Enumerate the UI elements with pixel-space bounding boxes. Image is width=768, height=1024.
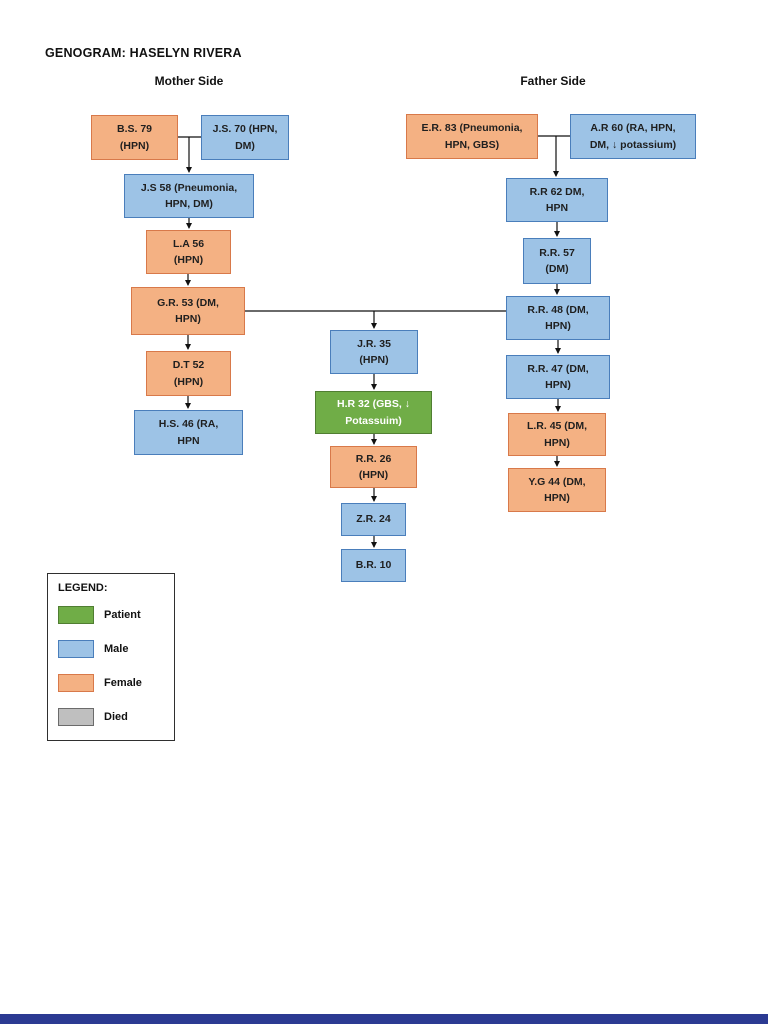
node-zr-24: Z.R. 24	[341, 503, 406, 536]
node-rr-57: R.R. 57 (DM)	[523, 238, 591, 284]
legend-item-patient: Patient	[58, 606, 164, 624]
patient-swatch	[58, 606, 94, 624]
next-page-preview	[0, 1014, 768, 1024]
node-er-83: E.R. 83 (Pneumonia, HPN, GBS)	[406, 114, 538, 159]
father-side-header: Father Side	[520, 74, 586, 88]
legend-item-male: Male	[58, 640, 164, 658]
connector-lines	[178, 135, 570, 548]
node-jr-35: J.R. 35 (HPN)	[330, 330, 418, 374]
node-ar-60: A.R 60 (RA, HPN, DM, ↓ potassium)	[570, 114, 696, 159]
female-swatch	[58, 674, 94, 692]
node-rr-48: R.R. 48 (DM, HPN)	[506, 296, 610, 340]
legend-item-died: Died	[58, 708, 164, 726]
node-br-10: B.R. 10	[341, 549, 406, 582]
legend-item-female: Female	[58, 674, 164, 692]
died-swatch	[58, 708, 94, 726]
legend-title: LEGEND:	[58, 582, 108, 594]
node-hr-32-patient: H.R 32 (GBS, ↓ Potassuim)	[315, 391, 432, 434]
node-rr-26: R.R. 26 (HPN)	[330, 446, 417, 488]
node-js-58: J.S 58 (Pneumonia, HPN, DM)	[124, 174, 254, 218]
mother-side-header: Mother Side	[154, 74, 224, 88]
node-js-70: J.S. 70 (HPN, DM)	[201, 115, 289, 160]
node-bs-79: B.S. 79 (HPN)	[91, 115, 178, 160]
node-hs-46: H.S. 46 (RA, HPN	[134, 410, 243, 455]
node-lr-45: L.R. 45 (DM, HPN)	[508, 413, 606, 456]
node-gr-53: G.R. 53 (DM, HPN)	[131, 287, 245, 335]
node-rr-62: R.R 62 DM, HPN	[506, 178, 608, 222]
node-dt-52: D.T 52 (HPN)	[146, 351, 231, 396]
node-rr-47: R.R. 47 (DM, HPN)	[506, 355, 610, 399]
male-swatch	[58, 640, 94, 658]
node-la-56: L.A 56 (HPN)	[146, 230, 231, 274]
page-title: GENOGRAM: HASELYN RIVERA	[45, 46, 242, 60]
legend: LEGEND: Patient Male Female Died	[47, 573, 175, 741]
node-yg-44: Y.G 44 (DM, HPN)	[508, 468, 606, 512]
